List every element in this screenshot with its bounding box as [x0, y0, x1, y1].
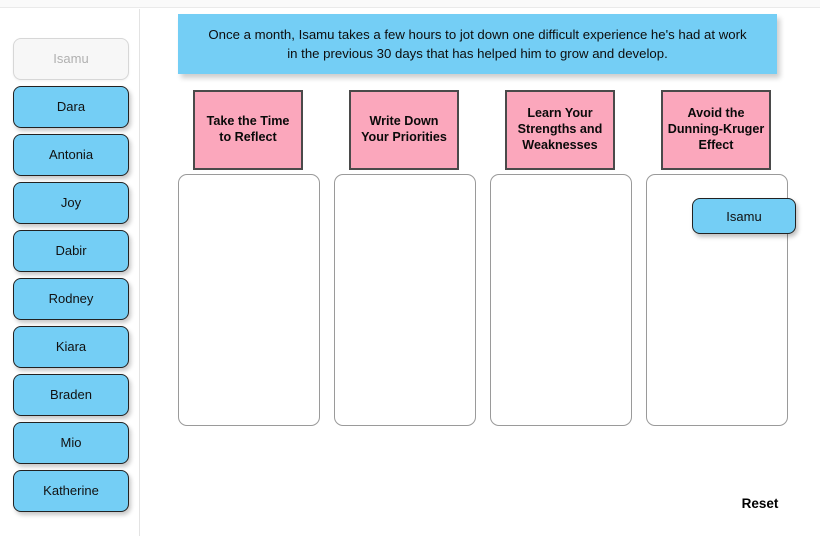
name-chip-isamu: Isamu [13, 38, 129, 80]
top-chrome-strip [0, 0, 820, 8]
category-header-label: Take the Time to Reflect [206, 114, 290, 144]
name-chip-label: Joy [60, 194, 82, 210]
name-chip-label: Antonia [48, 146, 94, 162]
name-chip-label: Dara [56, 98, 86, 114]
name-chip-antonia[interactable]: Antonia [13, 134, 129, 176]
placed-name-chip-isamu[interactable]: Isamu [692, 198, 796, 234]
placed-name-chip-label: Isamu [726, 208, 762, 224]
name-chip-katherine[interactable]: Katherine [13, 470, 129, 512]
name-chip-label: Dabir [55, 242, 87, 258]
name-chip-dabir[interactable]: Dabir [13, 230, 129, 272]
dropzone-learn-your-strengths-and-weaknesses[interactable] [490, 174, 632, 426]
dropzone-take-the-time-to-reflect[interactable] [178, 174, 320, 426]
category-header-write-down-your-priorities: Write Down Your Priorities [349, 90, 459, 170]
scenario-banner-text: Once a month, Isamu takes a few hours to… [208, 26, 747, 61]
reset-button[interactable]: Reset [736, 494, 784, 512]
category-header-avoid-the-dunning-kruger-effect: Avoid the Dunning-Kruger Effect [661, 90, 771, 170]
name-chip-braden[interactable]: Braden [13, 374, 129, 416]
name-chip-mio[interactable]: Mio [13, 422, 129, 464]
name-chip-kiara[interactable]: Kiara [13, 326, 129, 368]
name-bank-sidebar: Isamu Dara Antonia Joy Dabir Rodney Kiar… [0, 9, 140, 536]
name-chip-joy[interactable]: Joy [13, 182, 129, 224]
scenario-banner: Once a month, Isamu takes a few hours to… [178, 14, 777, 74]
name-chip-label: Rodney [48, 290, 94, 306]
name-chip-rodney[interactable]: Rodney [13, 278, 129, 320]
category-header-label: Write Down Your Priorities [361, 114, 447, 144]
category-header-label: Learn Your Strengths and Weaknesses [517, 106, 603, 152]
name-chip-label: Kiara [55, 338, 87, 354]
name-chip-dara[interactable]: Dara [13, 86, 129, 128]
name-chip-label: Mio [60, 434, 82, 450]
dropzone-write-down-your-priorities[interactable] [334, 174, 476, 426]
category-header-label: Avoid the Dunning-Kruger Effect [667, 106, 765, 152]
category-header-learn-your-strengths-and-weaknesses: Learn Your Strengths and Weaknesses [505, 90, 615, 170]
name-chip-label: Katherine [43, 482, 99, 498]
name-chip-label: Isamu [53, 50, 89, 66]
name-chip-label: Braden [50, 386, 92, 402]
category-header-take-the-time-to-reflect: Take the Time to Reflect [193, 90, 303, 170]
